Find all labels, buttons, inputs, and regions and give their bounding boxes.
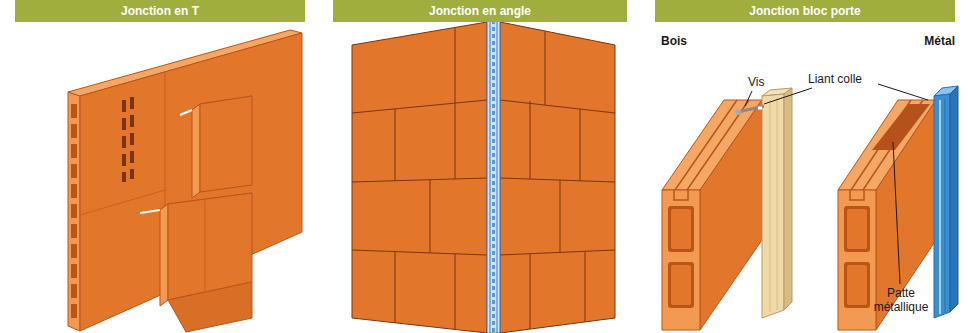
header-band: Jonction en T <box>15 0 305 22</box>
metal-junction-drawing <box>838 84 958 330</box>
corner-wall-drawing <box>352 22 615 333</box>
part-label: Patte métallique <box>868 286 934 314</box>
header-band: Jonction bloc porte <box>655 0 955 22</box>
part-label: Vis <box>748 75 764 89</box>
header-text: Jonction en T <box>121 4 199 18</box>
header-band: Jonction en angle <box>333 0 627 22</box>
part-label: Liant colle <box>808 72 862 86</box>
wood-junction-drawing <box>662 88 812 330</box>
corner-strip <box>487 18 500 333</box>
header-text: Jonction bloc porte <box>749 4 860 18</box>
material-label: Bois <box>661 34 687 48</box>
header-text: Jonction en angle <box>429 4 531 18</box>
t-junction-drawing <box>68 30 302 332</box>
material-label: Métal <box>924 34 955 48</box>
